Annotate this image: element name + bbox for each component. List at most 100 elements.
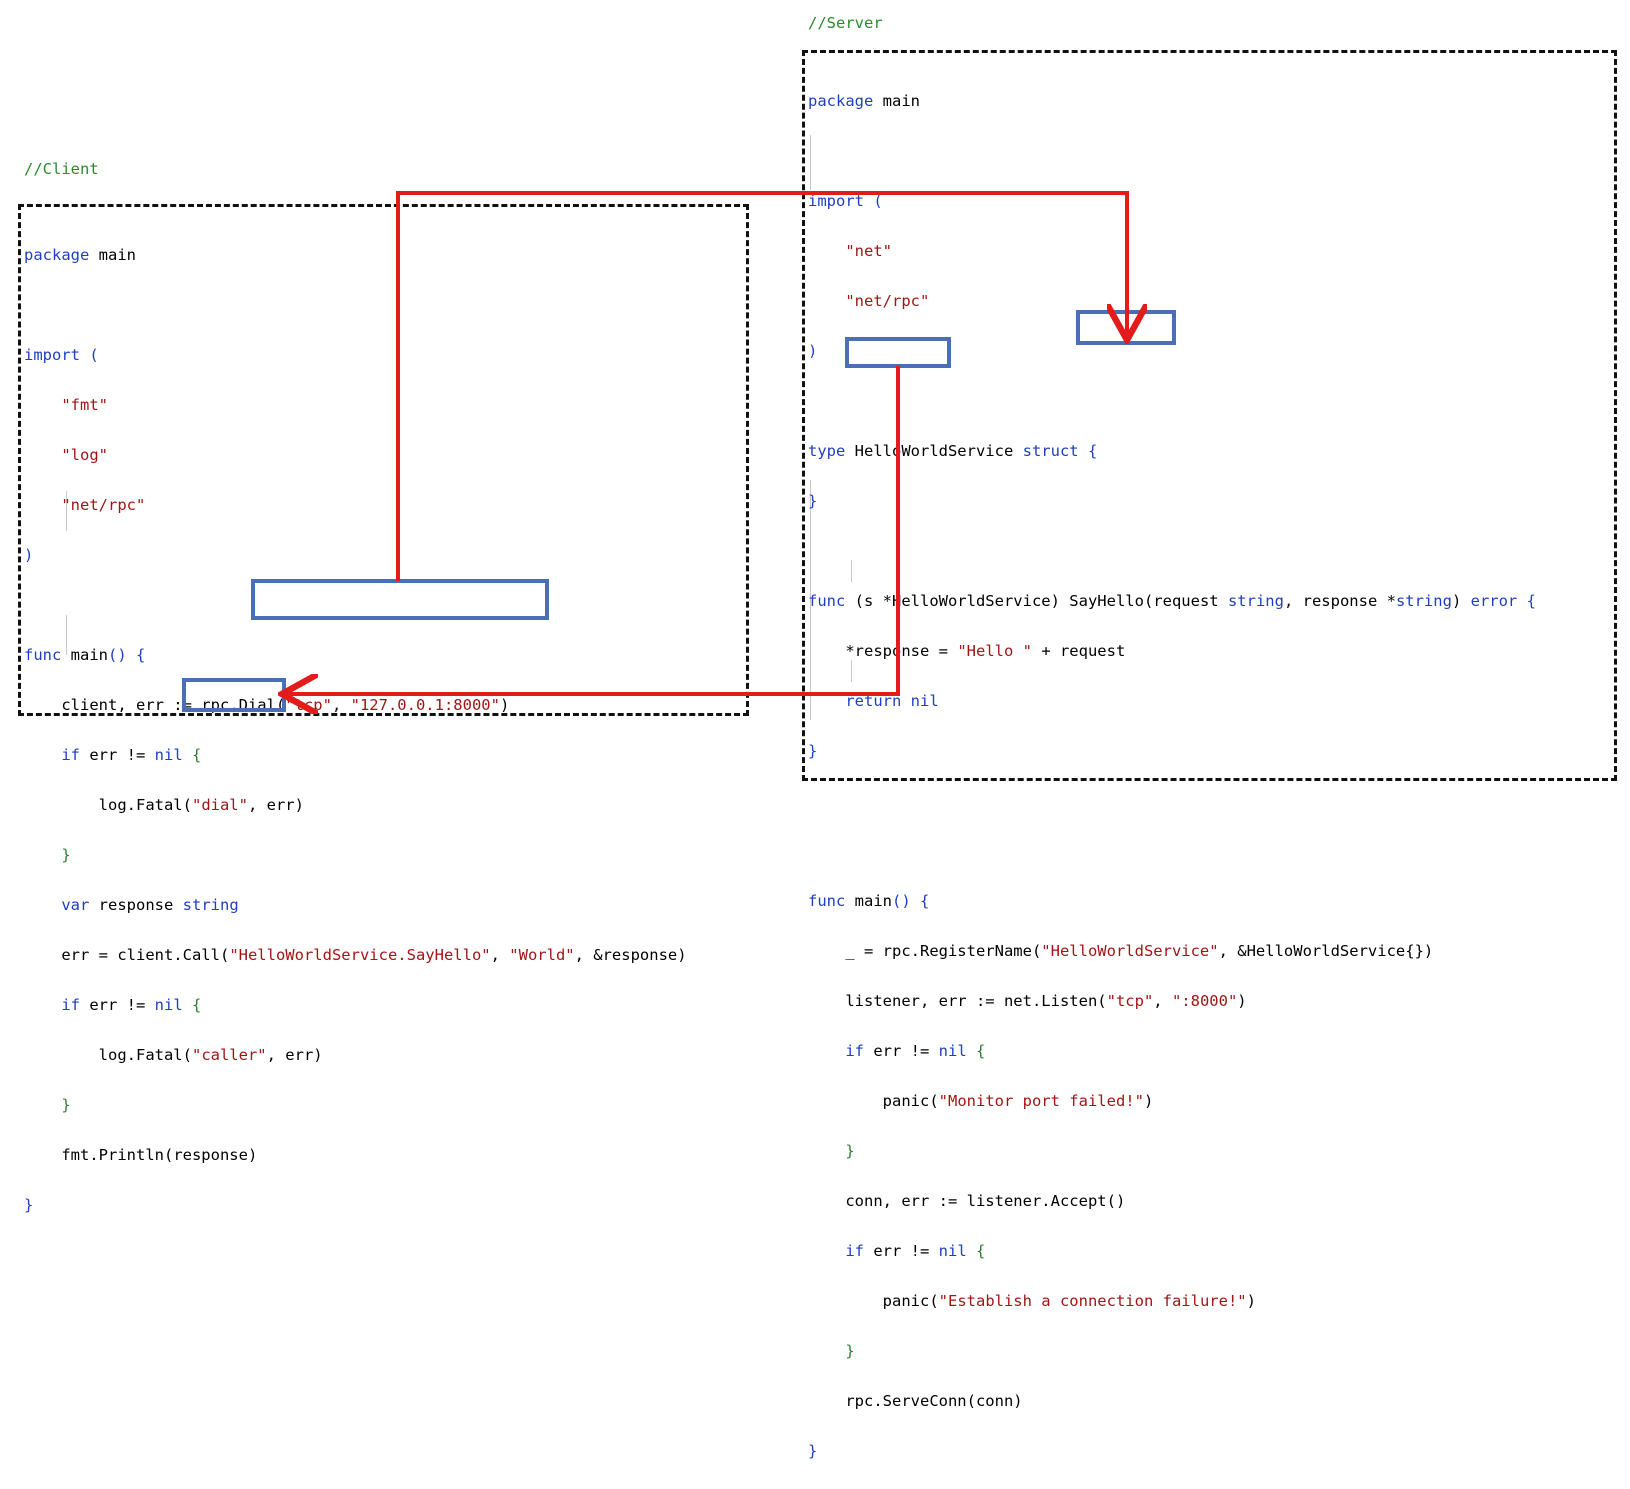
code-text: , response *: [1283, 592, 1396, 610]
string-literal: "Hello ": [957, 642, 1032, 660]
keyword: import: [808, 192, 864, 210]
code-text: + request: [1031, 642, 1126, 660]
code-text: main: [873, 92, 920, 110]
code-text: ): [1143, 1092, 1154, 1110]
keyword: if: [845, 1042, 864, 1060]
code-line: log.Fatal("dial", err): [24, 793, 687, 818]
code-line: type HelloWorldService struct {: [808, 439, 1536, 464]
brace: {: [966, 1242, 986, 1260]
server-response-highlight-box: [845, 337, 951, 368]
code-line: var response string: [24, 893, 687, 918]
code-line: }: [24, 1093, 687, 1118]
code-line: "fmt": [24, 393, 687, 418]
code-text: ): [808, 342, 818, 360]
type-keyword: string: [1395, 592, 1452, 610]
client-code-frame: [18, 204, 749, 716]
say-hello-method: SayHello: [1069, 592, 1144, 610]
server-indent-guide: [810, 135, 811, 190]
keyword: import: [24, 346, 80, 364]
code-text: ,: [331, 696, 351, 714]
string-literal: "fmt": [61, 396, 108, 414]
server-indent-guide: [851, 560, 852, 582]
code-text: err !=: [80, 746, 155, 764]
string-literal: "net": [845, 242, 892, 260]
code-line: if err != nil {: [808, 1239, 1536, 1264]
keyword: package: [808, 92, 874, 110]
code-line: }: [808, 489, 1536, 514]
code-line: panic("Monitor port failed!"): [808, 1089, 1536, 1114]
response-pointer: *response: [845, 642, 930, 660]
code-text: (: [80, 346, 99, 364]
code-line: log.Fatal("caller", err): [24, 1043, 687, 1068]
code-line: err = client.Call("HelloWorldService.Say…: [24, 943, 687, 968]
server-code-frame: [802, 50, 1617, 781]
brace: }: [845, 1142, 855, 1160]
code-text: ,: [1153, 992, 1172, 1010]
code-text: HelloWorldService: [845, 442, 1023, 460]
code-text: log.Fatal(: [98, 1046, 192, 1064]
keyword: nil: [901, 692, 939, 710]
code-text: ): [247, 1146, 258, 1164]
brace: }: [808, 492, 818, 510]
code-line: func main() {: [808, 889, 1536, 914]
keyword: var: [61, 896, 90, 914]
code-text: =: [929, 642, 958, 660]
brace: {: [1078, 442, 1098, 460]
code-text: conn, err := listener.Accept(): [845, 1192, 1126, 1210]
brace: }: [808, 742, 818, 760]
code-text: (s *HelloWorldService): [845, 592, 1070, 610]
code-line: return nil: [808, 689, 1536, 714]
code-line: rpc.ServeConn(conn): [808, 1389, 1536, 1414]
code-line: if err != nil {: [24, 993, 687, 1018]
brace: () {: [892, 892, 930, 910]
server-indent-guide: [851, 660, 852, 682]
code-text: ): [24, 546, 34, 564]
code-text: _ = rpc.RegisterName(: [845, 942, 1042, 960]
keyword: type: [808, 442, 846, 460]
code-text: err = client.Call(: [61, 946, 230, 964]
code-line: if err != nil {: [24, 743, 687, 768]
keyword: func: [24, 646, 62, 664]
code-text: err !=: [864, 1242, 939, 1260]
client-indent-guide: [66, 491, 67, 531]
string-literal: "Monitor port failed!": [938, 1092, 1144, 1110]
code-line: }: [808, 1339, 1536, 1364]
code-line: "log": [24, 443, 687, 468]
code-line: ): [808, 339, 1536, 364]
code-text: err !=: [864, 1042, 939, 1060]
call-to-sayhello-arrow: [396, 191, 1127, 581]
code-text: main: [89, 246, 136, 264]
code-text: panic(: [882, 1092, 939, 1110]
response-return-arrow: [286, 366, 900, 694]
keyword: func: [808, 592, 846, 610]
string-literal: ":8000": [1171, 992, 1238, 1010]
code-text: err !=: [80, 996, 155, 1014]
keyword: nil: [154, 996, 183, 1014]
keyword: func: [808, 892, 846, 910]
code-line: if err != nil {: [808, 1039, 1536, 1064]
brace: }: [808, 1442, 818, 1460]
code-text: log.Fatal(: [98, 796, 192, 814]
code-text: panic(: [882, 1292, 939, 1310]
code-line: "net": [808, 239, 1536, 264]
keyword: return: [845, 692, 902, 710]
code-text: , &response): [574, 946, 687, 964]
client-response-highlight-box: [182, 678, 286, 712]
code-text: , err): [266, 1046, 323, 1064]
keyword: if: [61, 996, 80, 1014]
brace: {: [182, 996, 202, 1014]
code-text: ): [1451, 592, 1471, 610]
type-keyword: error: [1470, 592, 1518, 610]
code-text: response: [89, 896, 183, 914]
code-text: (request: [1143, 592, 1228, 610]
code-text: (: [864, 192, 883, 210]
string-literal: "caller": [191, 1046, 267, 1064]
annotation-overlay: [182, 191, 1176, 796]
string-literal: "Establish a connection failure!": [938, 1292, 1247, 1310]
code-text: ): [1246, 1292, 1256, 1310]
keyword: nil: [938, 1242, 967, 1260]
string-literal: "World": [509, 946, 575, 964]
code-line: import (: [808, 189, 1536, 214]
code-text: , &HelloWorldService{}): [1218, 942, 1434, 960]
string-literal: "HelloWorldService": [1041, 942, 1219, 960]
